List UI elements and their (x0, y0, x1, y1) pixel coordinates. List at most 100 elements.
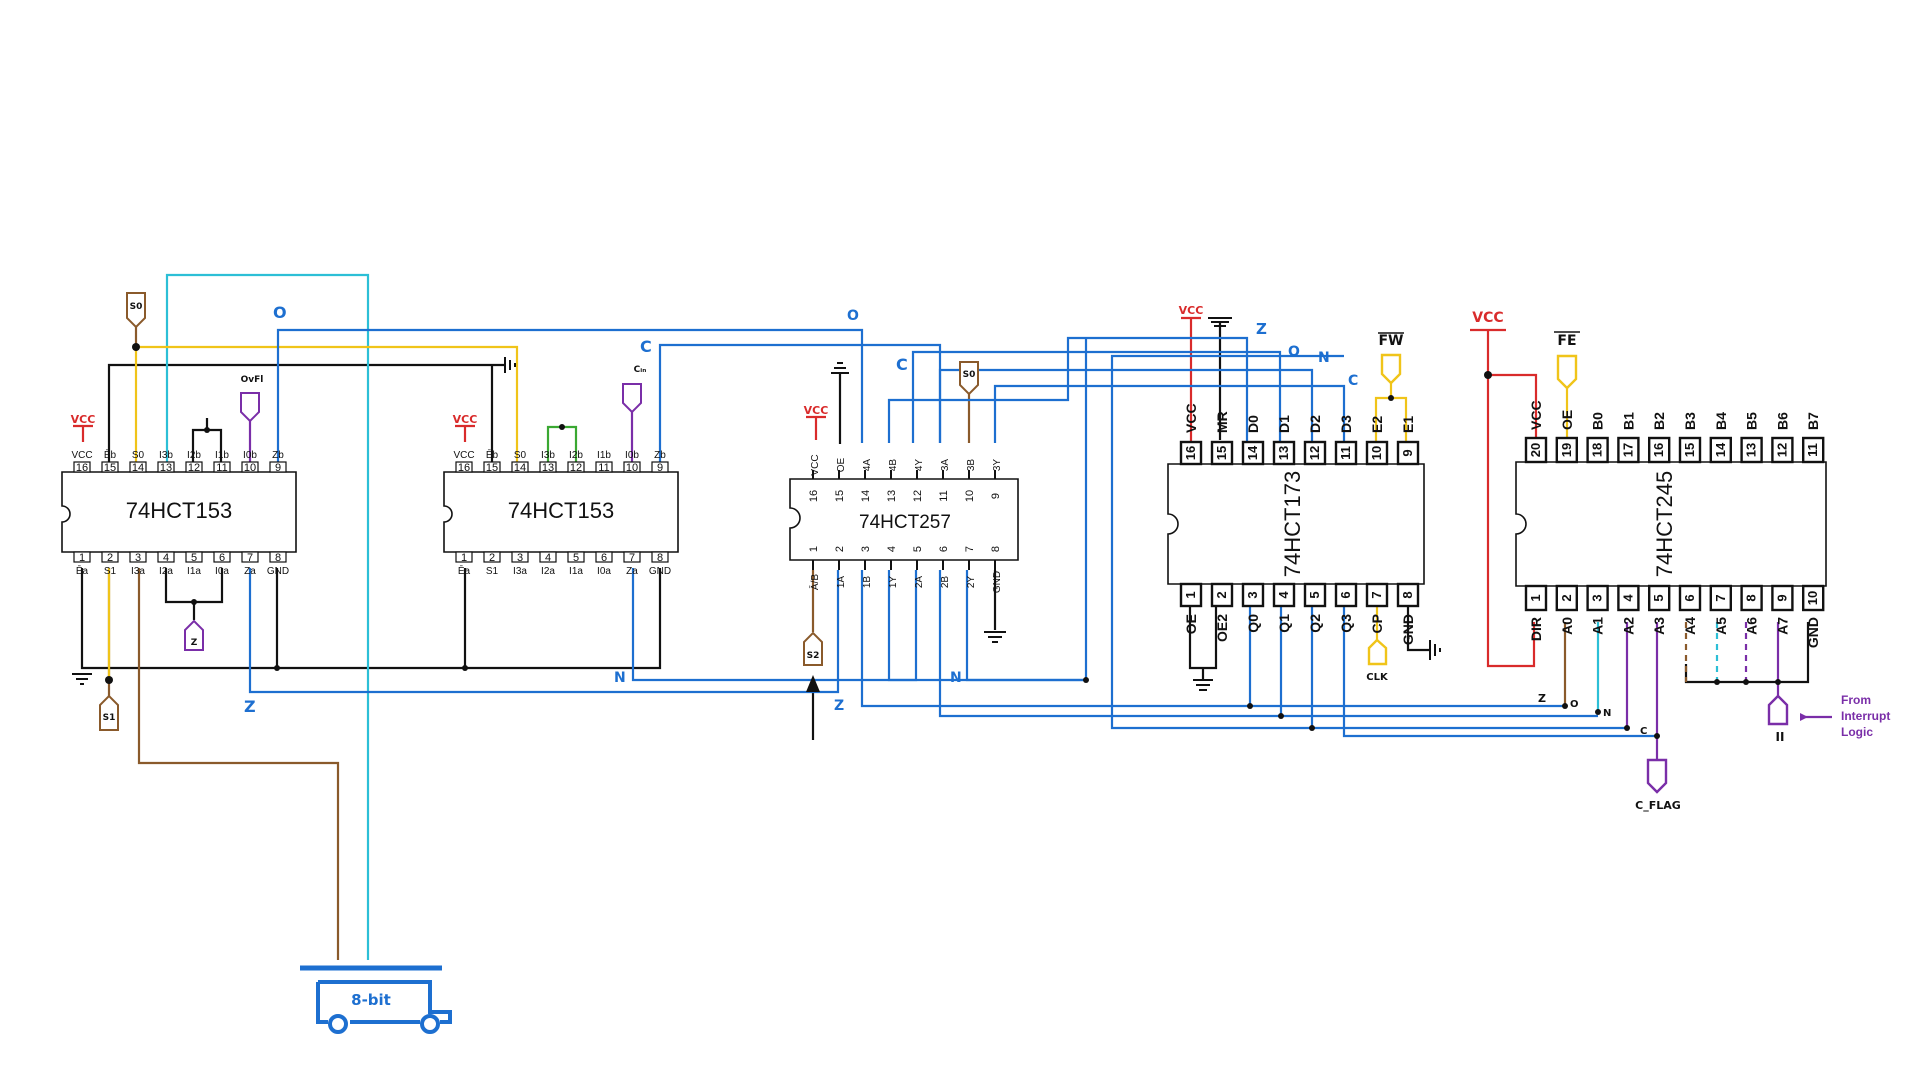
pin-number: 7 (1369, 591, 1384, 598)
pin-number: 15 (104, 462, 116, 474)
pin-number: 1 (1528, 594, 1543, 601)
pin-number: 1 (79, 552, 85, 564)
pin-number: 19 (1559, 443, 1574, 457)
pin-label: 2B (940, 576, 951, 589)
pin-number: 5 (1651, 594, 1666, 601)
pin-number: 8 (657, 552, 663, 564)
chip-74hct153-b[interactable]: 74HCT153 16VCC1Ēa15Ēb2S114S03I3a13I3b4I2… (443, 449, 679, 577)
pin-box (1272, 582, 1296, 608)
pin-label: GND (1805, 617, 1821, 648)
pin-box (1303, 440, 1327, 466)
pin-box (1586, 584, 1609, 612)
hand-o: O (273, 303, 287, 322)
pin-number: 10 (1805, 591, 1820, 605)
pin-box (483, 461, 501, 473)
tag-s0-257 (959, 361, 979, 396)
pin-box (129, 461, 147, 473)
vcc-symbol (455, 424, 475, 442)
pin-label: Q3 (1338, 614, 1354, 633)
pin-label: A6 (1744, 617, 1760, 635)
chip-74hct153-a[interactable]: 74HCT153 16VCC1Ēa15Ēb2S114S03I3a13I3b4I2… (61, 449, 297, 577)
pin-number: 14 (860, 490, 872, 502)
pin-label: D2 (1307, 415, 1323, 433)
pin-box (73, 551, 91, 563)
pin-number: 13 (886, 490, 898, 502)
pin-label: Za (626, 566, 638, 577)
pin-box (1617, 584, 1640, 612)
pin-label: Zb (272, 450, 284, 461)
chip-74hct257[interactable]: 74HCT257 16VCC1Ā/B15OE21A144A31B134B41Y1… (789, 454, 1019, 593)
pin-label: Ā/B (809, 574, 821, 590)
pin-label: I1a (187, 566, 201, 577)
pin-number: 11 (1338, 446, 1353, 460)
hand-c: C (896, 355, 908, 374)
pin-label: I3b (159, 450, 173, 461)
pin-box (623, 461, 641, 473)
tag-fe (1556, 354, 1578, 390)
wire-zb1-to-4a (276, 328, 864, 462)
pin-number: 8 (990, 546, 1002, 552)
pin-number: 12 (1307, 446, 1322, 460)
pin-number: 17 (1620, 443, 1635, 457)
junction-dot (1278, 713, 1284, 719)
wire-2b-to-b1 (938, 570, 1598, 718)
pin-label: OE (836, 457, 847, 472)
wires (80, 273, 1832, 960)
pin-box (241, 551, 259, 563)
pin-label: I0a (215, 566, 229, 577)
pin-number: 4 (886, 546, 898, 552)
pin-label: I0b (625, 450, 639, 461)
pin-box (1709, 436, 1733, 464)
pin-label: GND (649, 566, 671, 577)
pin-box (1303, 582, 1327, 608)
chip-label: 74HCT245 (1652, 471, 1677, 577)
tag-c-flag-text: C_FLAG (1635, 799, 1681, 812)
pin-number: 1 (1183, 591, 1198, 598)
pin-number: 4 (1620, 594, 1635, 602)
bus-truck-icon (316, 980, 452, 1024)
signal-tags: S0 S1 OvFl Z Cᵢₙ S0 S2 FW FE CLK II C_FL… (99, 292, 1890, 812)
pin-label: 3Y (992, 459, 1003, 472)
junction-dot (1388, 395, 1394, 401)
chip-74hct173[interactable]: 74HCT173 16VCC1OE15MR2OE214D03Q013D14Q11… (1167, 403, 1425, 645)
junction-dot (462, 665, 468, 671)
ground-icon (831, 362, 849, 374)
tag-clk-text: CLK (1366, 672, 1389, 683)
ground-symbols (72, 317, 1441, 691)
hand-n: N (614, 670, 626, 686)
pin-number: 5 (1307, 591, 1322, 598)
wire-4b-to-d1 (911, 350, 1282, 443)
hand-n: N (950, 670, 962, 686)
pin-box (241, 461, 259, 473)
pin-box (1709, 584, 1733, 612)
pin-label: A2 (1620, 617, 1636, 635)
pin-box (1179, 440, 1203, 466)
interrupt-note-line1: From (1841, 693, 1871, 707)
pin-label: A0 (1559, 617, 1575, 635)
pin-box (73, 461, 91, 473)
wire-q3-bus (1342, 606, 1657, 738)
pin-box (1678, 436, 1702, 464)
ground-icon (504, 357, 516, 373)
tag-z-input-text: Z (191, 638, 198, 648)
pin-number: 14 (1245, 445, 1260, 460)
wire-3y-to-d3 (993, 384, 1346, 443)
pin-number: 7 (964, 546, 976, 552)
pin-number: 14 (514, 462, 526, 474)
pin-label: S1 (486, 566, 499, 577)
pin-number: 14 (132, 462, 144, 474)
hand-o: O (1288, 344, 1300, 360)
pin-number: 15 (1214, 446, 1229, 460)
bus-tap-letters: Z O N C (1538, 692, 1647, 737)
pin-box (511, 551, 529, 563)
tap-n: N (1603, 708, 1611, 719)
pin-box (269, 551, 287, 563)
chip-74hct245[interactable]: 74HCT245 20VCC1DIR19OE2A018B03A117B14A21… (1515, 400, 1827, 648)
pin-number: 3 (135, 552, 141, 564)
pin-number: 1 (461, 552, 467, 564)
pin-number: 7 (247, 552, 253, 564)
pin-label: D1 (1276, 415, 1292, 433)
junction-dot (274, 665, 280, 671)
pin-label: B5 (1744, 412, 1760, 430)
junction-dot (1654, 733, 1660, 739)
